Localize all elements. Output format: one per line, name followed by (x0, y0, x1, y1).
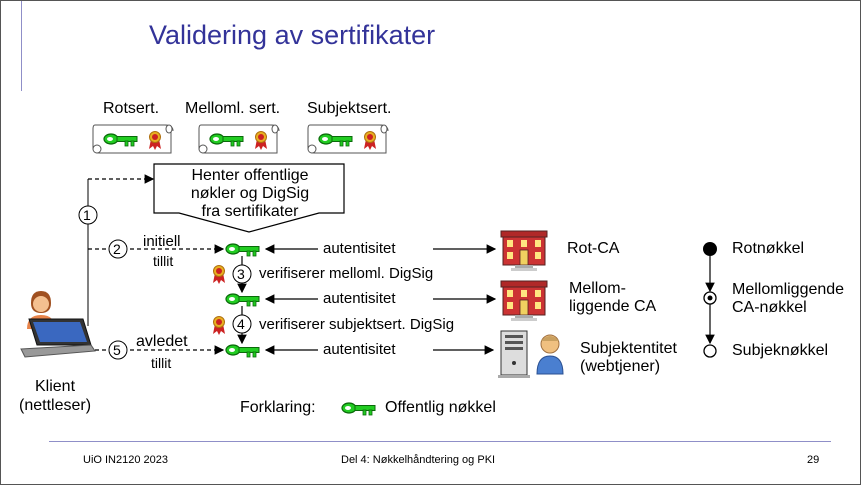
step-5-label-b: tillit (151, 355, 172, 371)
intermediate-key-icon (225, 293, 260, 307)
subject-entity-label-a: Subjektentitet (580, 340, 677, 357)
intermediate-cert-scroll (198, 124, 280, 154)
step-2-label-b: tillit (153, 253, 174, 269)
intermediate-ca-building-icon (500, 280, 548, 322)
subject-entity-label-b: (webtjener) (580, 358, 661, 375)
step-3-label: verifiserer melloml. DigSig (259, 265, 434, 282)
step-2-label-a: initiell (143, 233, 181, 250)
top-rule (21, 1, 22, 91)
legend-key-icon (341, 402, 376, 416)
step-circle-5 (108, 340, 128, 360)
step-circle-3 (232, 264, 252, 284)
legend-key-label: Offentlig nøkkel (385, 399, 496, 416)
root-cert-scroll (92, 124, 174, 154)
root-cert-label: Rotsert. (103, 100, 160, 117)
client-label: Klient (35, 378, 76, 395)
server-icon (498, 330, 530, 378)
root-key-dot (703, 242, 717, 256)
legend-label: Forklaring: (240, 399, 316, 416)
authenticity-label-root: autentisitet (323, 240, 396, 257)
subject-key-icon (225, 344, 260, 358)
root-key-legend-label: Rotnøkkel (732, 240, 805, 257)
root-ca-building-icon (500, 230, 548, 272)
subject-cert-scroll (307, 124, 389, 154)
footer-section: Del 4: Nøkkelhåndtering og PKI (341, 454, 496, 466)
step-circle-2 (108, 239, 128, 259)
user-icon (536, 334, 564, 375)
subject-key-legend-label: Subjeknøkkel (732, 342, 829, 359)
step-2-number: 2 (113, 241, 121, 257)
seal-icon-4 (212, 316, 226, 336)
callout-line-2: nøkler og DigSig (190, 185, 310, 202)
subject-key-dot (703, 344, 717, 358)
callout-line-3: fra sertifikater (201, 203, 299, 220)
step-5-number: 5 (113, 342, 121, 358)
step-4-label: verifiserer subjektsert. DigSig (259, 316, 455, 333)
intermediate-ca-label-b: liggende CA (569, 298, 657, 315)
subject-cert-label: Subjektsert. (307, 100, 392, 117)
authenticity-label-intermediate: autentisitet (323, 290, 396, 307)
authenticity-label-subject: autentisitet (323, 341, 396, 358)
seal-icon-3 (212, 265, 226, 285)
intermediate-key-legend-label-b: CA-nøkkel (732, 299, 807, 316)
client-laptop-icon (20, 318, 96, 358)
root-key-icon (225, 243, 260, 257)
footer-course: UiO IN2120 2023 (83, 454, 168, 466)
slide-title: Validering av sertifikater (149, 20, 436, 50)
callout-line-1: Henter offentlige (191, 167, 309, 184)
client-sublabel: (nettleser) (19, 397, 92, 414)
root-ca-label: Rot-CA (567, 240, 620, 257)
callout-box (153, 163, 345, 233)
step-5-label-a: avledet (136, 333, 188, 350)
intermediate-key-legend-label-a: Mellomliggende (732, 281, 845, 298)
step-1-number: 1 (83, 207, 91, 223)
intermediate-cert-label: Melloml. sert. (185, 100, 281, 117)
intermediate-ca-label-a: Mellom- (569, 280, 626, 297)
page-number: 29 (807, 454, 820, 466)
step-circle-1 (78, 205, 98, 225)
step-4-number: 4 (237, 316, 245, 332)
footer-rule (49, 441, 831, 442)
step-circle-4 (232, 314, 252, 334)
step-3-number: 3 (237, 266, 245, 282)
